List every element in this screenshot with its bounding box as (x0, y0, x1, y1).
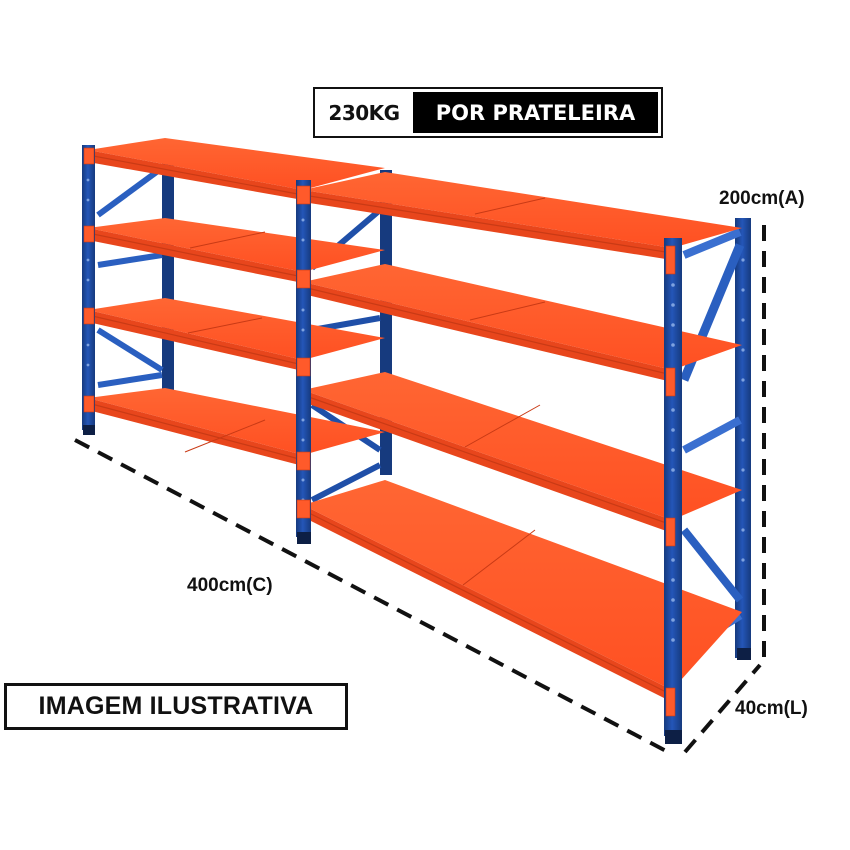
dimension-lines (74, 225, 766, 754)
left-unit-shelves (87, 138, 385, 466)
right-unit-shelves (302, 172, 742, 702)
capacity-weight: 230KG (328, 100, 400, 125)
front-frame (82, 145, 745, 744)
length-label: 400cm(C) (187, 575, 273, 596)
illustrative-image-badge: IMAGEM ILUSTRATIVA (4, 683, 348, 730)
capacity-badge: 230KG POR PRATELEIRA (313, 87, 663, 138)
capacity-per-shelf: POR PRATELEIRA (413, 92, 658, 133)
depth-label: 40cm(L) (735, 698, 808, 719)
back-frame (96, 140, 751, 660)
depth-dimension-line (683, 663, 762, 754)
length-dimension-line (74, 438, 669, 754)
height-label: 200cm(A) (719, 188, 805, 209)
